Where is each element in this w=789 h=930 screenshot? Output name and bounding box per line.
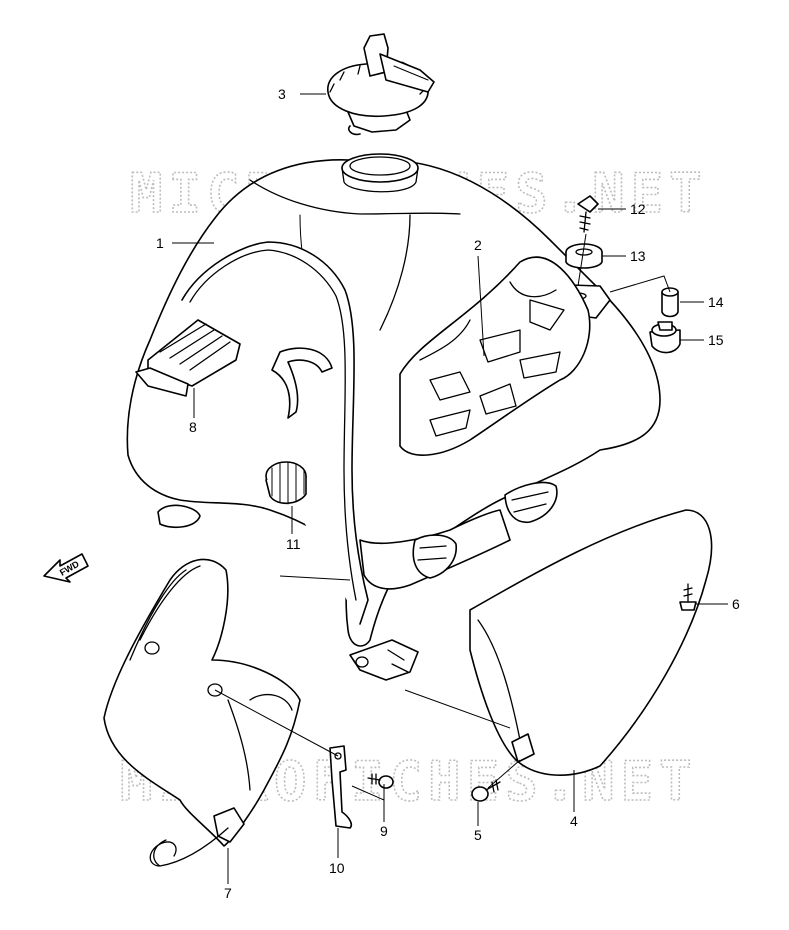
grommet-13	[565, 243, 603, 269]
callout-10: 10	[329, 860, 345, 876]
callout-13: 13	[630, 248, 646, 264]
assembly-line-12	[577, 233, 587, 287]
callout-5: 5	[474, 827, 482, 843]
bolt-12	[577, 195, 599, 233]
assembly-line-7	[279, 575, 351, 581]
callout-15: 15	[708, 332, 724, 348]
callout-4: 4	[570, 813, 578, 829]
callout-7: 7	[224, 885, 232, 901]
drain-knob	[265, 461, 307, 505]
assembly-line-10	[214, 689, 339, 757]
callout-6: 6	[732, 596, 740, 612]
bracket-10	[329, 745, 353, 829]
rubber-cushion	[135, 319, 241, 397]
tank-emblem-decal	[399, 256, 591, 456]
assembly-line-5	[487, 759, 521, 789]
right-side-cover	[469, 509, 713, 776]
bolt-6	[679, 583, 697, 611]
callout-2: 2	[474, 237, 482, 253]
callout-9: 9	[380, 823, 388, 839]
callout-12: 12	[630, 201, 646, 217]
callout-11: 11	[286, 536, 301, 552]
screw-5	[471, 779, 501, 802]
callout-3: 3	[278, 86, 286, 102]
assembly-line-4	[404, 689, 511, 729]
leader-2	[477, 255, 485, 357]
assembly-line-14	[609, 275, 671, 293]
callout-8: 8	[189, 419, 197, 435]
leader-9	[351, 785, 385, 801]
callout-14: 14	[708, 294, 724, 310]
left-side-cover	[103, 558, 301, 867]
cushion-15	[649, 321, 681, 354]
callout-1: 1	[156, 235, 164, 251]
fuel-cap	[327, 33, 435, 136]
collar-14	[661, 287, 679, 318]
fwd-arrow: FWD	[43, 553, 89, 583]
screw-9	[367, 773, 394, 789]
